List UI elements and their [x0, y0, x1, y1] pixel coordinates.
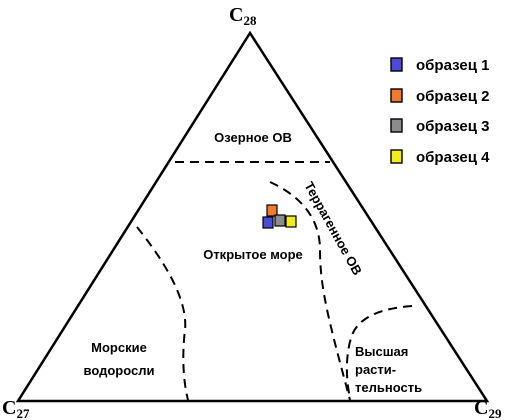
legend-swatch-3: [390, 118, 403, 133]
sample-4-marker: [285, 215, 297, 228]
sample-markers: [262, 204, 297, 229]
region-higher-plants-label-line1: Высшая: [355, 344, 408, 359]
legend-label-1: образец 1: [416, 57, 489, 74]
vertex-top-label: C28: [229, 4, 257, 28]
region-higher-plants-label-line3: тельность: [355, 380, 422, 395]
terrigenous-boundary: [269, 181, 351, 401]
sample-3-marker: [274, 214, 286, 227]
legend-label-2: образец 2: [416, 88, 489, 105]
higher-plants-boundary: [345, 305, 413, 399]
region-marine-algae-label-line2: водоросли: [84, 363, 155, 378]
legend-swatch-2: [390, 88, 403, 103]
ternary-triangle: [15, 30, 490, 403]
legend-swatch-4: [390, 149, 403, 164]
legend-label-3: образец 3: [416, 118, 489, 135]
legend: образец 1 образец 2 образец 3 образец 4: [390, 57, 490, 166]
region-marine-algae-label-line1: Морские: [91, 340, 147, 355]
legend-label-4: образец 4: [416, 149, 490, 166]
vertex-right-label: C29: [474, 397, 502, 420]
legend-swatch-1: [390, 57, 403, 72]
region-lake-label: Озерное ОВ: [214, 130, 292, 145]
vertex-left-label: C27: [2, 397, 30, 420]
region-open-sea-label: Открытое море: [203, 247, 303, 262]
region-terrigenous-label: Террагенное ОВ: [301, 179, 365, 277]
marine-algae-boundary: [136, 226, 189, 401]
sample-1-marker: [262, 216, 274, 229]
region-higher-plants-label-line2: расти-: [355, 362, 396, 377]
sample-2-marker: [266, 204, 278, 217]
